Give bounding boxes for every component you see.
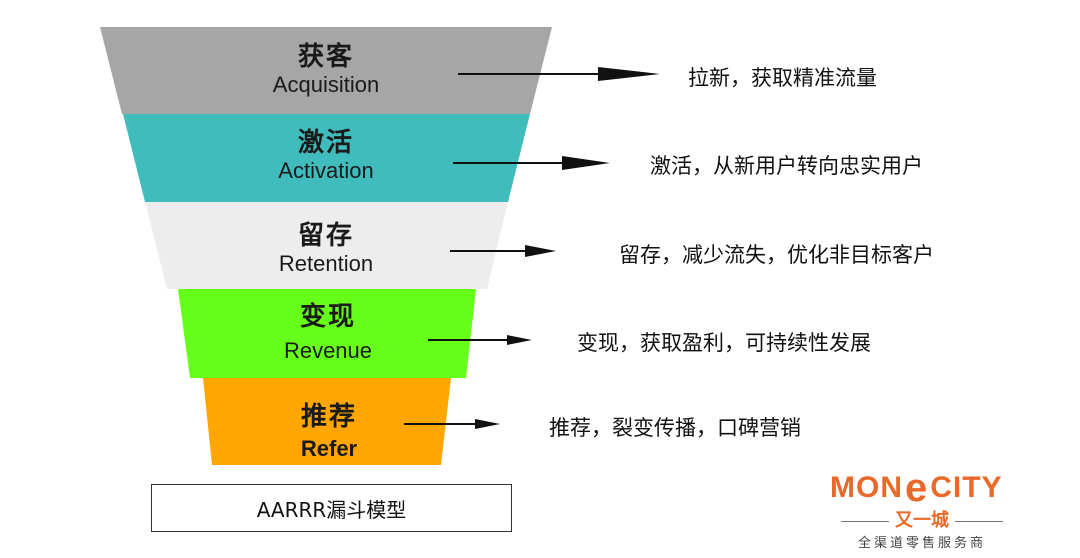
stage-label-activation: 激活 Activation — [226, 130, 426, 182]
arrow-revenue — [428, 335, 532, 345]
stage-en: Refer — [300, 436, 358, 461]
stage-en: Revenue — [283, 338, 373, 363]
funnel-stage-activation — [123, 114, 530, 202]
stage-en: Acquisition — [272, 72, 380, 97]
caption-box: AARRR漏斗模型 — [151, 484, 512, 532]
stage-label-retention: 留存 Retention — [226, 223, 426, 275]
arrow-acquisition — [458, 67, 660, 81]
stage-en: Activation — [278, 158, 374, 183]
stage-desc-revenue: 变现，获取盈利，可持续性发展 — [577, 331, 871, 355]
brand-logo: MONeCITY 又一城 全渠道零售服务商 — [822, 458, 1042, 554]
stage-label-refer: 推荐 Refer — [229, 404, 429, 460]
logo-tagline: 全渠道零售服务商 — [857, 536, 986, 551]
stage-desc-acquisition: 拉新，获取精准流量 — [688, 66, 877, 90]
stage-zh: 变现 — [299, 302, 356, 332]
stage-desc-activation: 激活，从新用户转向忠实用户 — [650, 154, 923, 178]
logo-word-right: CITY — [930, 471, 1003, 504]
funnel-stage-retention — [145, 202, 508, 289]
logo-chinese-name: 又一城 — [822, 506, 1022, 532]
stage-label-acquisition: 获客 Acquisition — [226, 44, 426, 96]
arrow-retention — [450, 245, 556, 257]
logo-wordmark: MONeCITY — [830, 466, 1003, 511]
arrow-activation — [453, 156, 610, 170]
arrow-refer — [404, 419, 500, 429]
funnel-stage-revenue — [178, 289, 476, 378]
stage-zh: 留存 — [297, 221, 354, 251]
caption-text: AARRR漏斗模型 — [256, 497, 407, 522]
stage-desc-refer: 推荐，裂变传播，口碑营销 — [549, 416, 801, 440]
stage-label-revenue: 变现 Revenue — [228, 304, 428, 362]
stage-zh: 获客 — [297, 42, 354, 72]
funnel-stage-acquisition — [100, 27, 552, 114]
stage-zh: 激活 — [297, 128, 354, 158]
stage-zh: 推荐 — [300, 402, 357, 432]
funnel-stage-refer — [203, 378, 451, 465]
stage-en: Retention — [278, 251, 374, 276]
stage-desc-retention: 留存，减少流失，优化非目标客户 — [619, 243, 934, 267]
logo-e-mark-icon: e — [905, 466, 929, 510]
logo-word-left: MON — [830, 471, 903, 504]
